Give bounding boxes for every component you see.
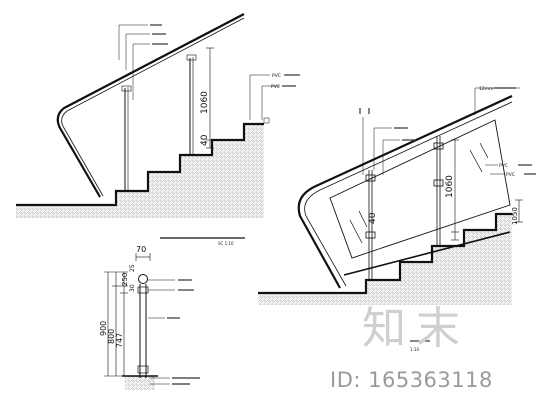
left-handrail (56, 13, 245, 198)
post-dim-25: 25 (129, 264, 136, 272)
post-base-foundation (125, 376, 155, 390)
right-posts (365, 136, 444, 280)
right-stair-body (350, 214, 512, 305)
left-dim-1060: 1060 (200, 91, 210, 114)
right-handrail (297, 95, 513, 289)
left-dim-40: 40 (200, 134, 210, 146)
right-scale-text: 1:10 (410, 347, 419, 352)
left-step-profile (16, 122, 264, 207)
right-ground-slab (258, 293, 350, 305)
right-pvc-label-1: PVC (499, 163, 508, 169)
post-dim-30: 30 (129, 284, 136, 292)
post-dim-900: 900 (99, 321, 108, 336)
left-stair-section: 1060 40 PVC PVC (16, 13, 300, 218)
left-ground-slab (16, 205, 98, 218)
right-glass-reflections (349, 142, 489, 244)
right-pvc-label-2: PVC (506, 172, 515, 178)
right-dim-1050: 1050 (511, 207, 519, 225)
left-dimensions (206, 47, 214, 149)
left-leader-lines (118, 24, 280, 124)
post-elevation-detail: 70 250 25 30 900 800 747 (99, 245, 200, 390)
right-dimensions (451, 139, 523, 241)
right-stair-section: 12mm PVC PVC 1060 40 1050 1:10 (258, 86, 536, 352)
right-leader-lines (362, 87, 520, 175)
post-dim-70: 70 (136, 245, 146, 254)
right-dim-1060: 1060 (445, 175, 455, 198)
post-dim-800: 800 (107, 329, 116, 344)
right-dim-40: 40 (368, 212, 378, 224)
left-scale-bar: SC 1:10 (160, 237, 245, 246)
post-dimensions (104, 253, 151, 377)
watermark-logo: 知末 (362, 303, 470, 354)
right-note-text-placeholders (359, 87, 536, 175)
left-note-text-placeholders (150, 24, 300, 87)
post-top-cap (138, 274, 148, 284)
left-pvc-label-2: PVC (271, 84, 280, 90)
right-thickness-label: 12mm (479, 86, 494, 92)
right-step-profile (258, 212, 512, 295)
post-leader-lines (148, 279, 175, 385)
left-pvc-label-1: PVC (272, 73, 281, 79)
post-note-text-placeholders (167, 279, 200, 385)
post-dim-747: 747 (115, 333, 124, 348)
post-dim-250: 250 (121, 273, 129, 286)
watermark-id: ID: 165363118 (330, 368, 493, 392)
left-scale-text: SC 1:10 (218, 241, 234, 246)
